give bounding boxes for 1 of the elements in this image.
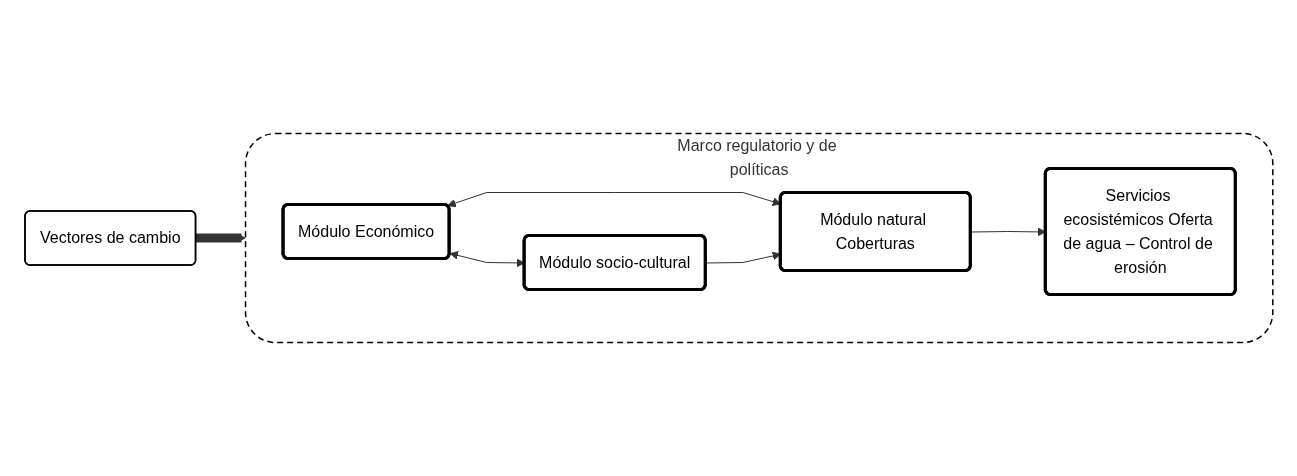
arrow xyxy=(195,233,246,243)
